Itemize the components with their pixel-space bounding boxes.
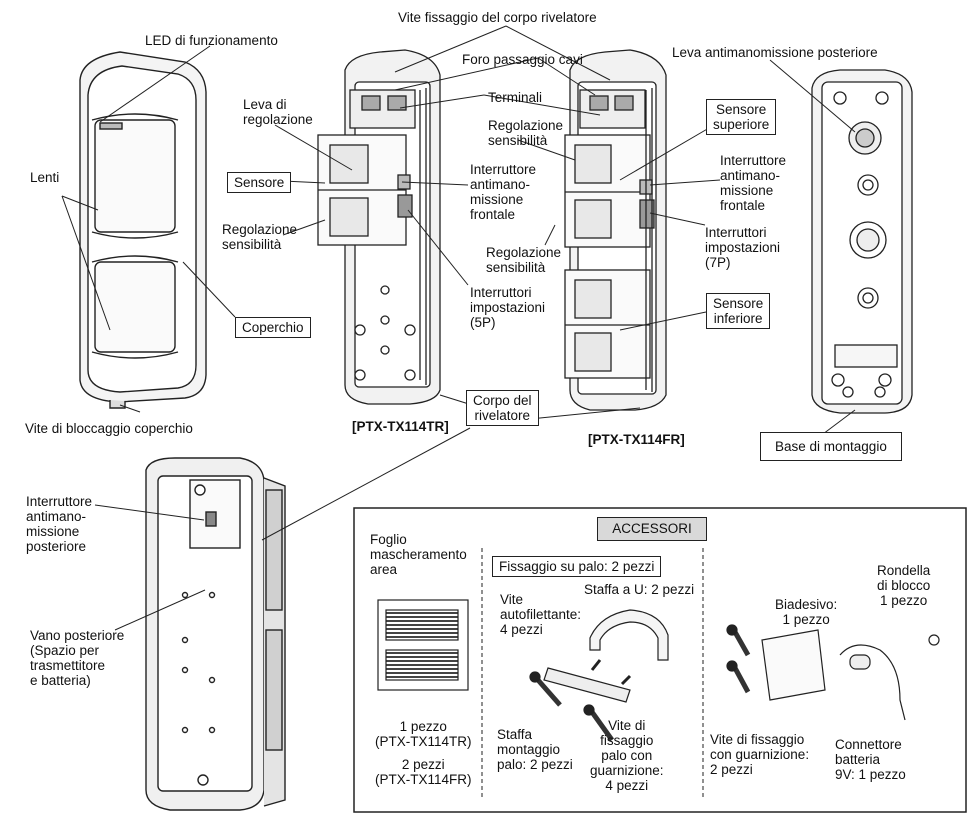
- label-base-montaggio: Base di montaggio: [760, 432, 902, 461]
- label-model-fr: [PTX-TX114FR]: [588, 432, 685, 447]
- accessories-frame: [353, 507, 967, 813]
- label-interruttore-frontale-mid: Interruttore antimano- missione frontale: [470, 162, 537, 222]
- label-foglio-qty-fr: 2 pezzi (PTX-TX114FR): [375, 757, 472, 787]
- label-interruttore-frontale-right: Interruttore antimano- missione frontale: [720, 153, 787, 213]
- cover-device: [79, 51, 207, 409]
- label-sensore-superiore: Sensore superiore: [706, 99, 777, 135]
- label-coperchio: Coperchio: [235, 317, 311, 338]
- label-foglio: Foglio mascheramento area: [370, 532, 467, 577]
- label-vite-autofilettante: Vite autofilettante: 4 pezzi: [500, 592, 582, 637]
- label-led: LED di funzionamento: [145, 33, 278, 48]
- label-leva-regolazione: Leva di regolazione: [243, 97, 313, 127]
- label-regolazione-mid: Regolazione sensibilità: [486, 245, 562, 275]
- accessory-drawings: [377, 599, 940, 742]
- label-regolazione-left: Regolazione sensibilità: [222, 222, 298, 252]
- label-regolazione-top: Regolazione sensibilità: [488, 118, 564, 148]
- label-connettore: Connettore batteria 9V: 1 pezzo: [835, 737, 906, 782]
- label-lenti: Lenti: [30, 170, 60, 185]
- accessories-title: ACCESSORI: [597, 517, 707, 541]
- label-staffa-u: Staffa a U: 2 pezzi: [584, 582, 695, 597]
- body-fr: [564, 49, 667, 411]
- label-biadesivo: Biadesivo: 1 pezzo: [775, 597, 838, 627]
- label-sensore: Sensore: [227, 172, 292, 193]
- mounting-base: [811, 69, 913, 414]
- label-staffa-montaggio: Staffa montaggio palo: 2 pezzi: [497, 727, 573, 772]
- label-foro-cavi: Foro passaggio cavi: [462, 52, 583, 67]
- label-leva-posteriore: Leva antimanomissione posteriore: [672, 45, 878, 60]
- label-vite-guarnizione: Vite di fissaggio con guarnizione: 2 pez…: [710, 732, 810, 777]
- label-corpo-rivelatore: Corpo del rivelatore: [466, 390, 539, 426]
- back-housing: [145, 457, 286, 811]
- label-foglio-qty-tr: 1 pezzo (PTX-TX114TR): [375, 719, 472, 749]
- label-interruttori-7p: Interruttori impostazioni (7P): [705, 225, 781, 270]
- label-rondella: Rondella di blocco 1 pezzo: [877, 563, 931, 608]
- label-terminali: Terminali: [488, 90, 543, 105]
- label-vano-posteriore: Vano posteriore (Spazio per trasmettitor…: [30, 628, 125, 688]
- label-interruttore-posteriore: Interruttore antimano- missione posterio…: [26, 494, 93, 554]
- label-vite-bloccaggio: Vite di bloccaggio coperchio: [25, 421, 193, 436]
- label-sensore-inferiore: Sensore inferiore: [706, 293, 771, 329]
- label-vite-fissaggio-corpo: Vite fissaggio del corpo rivelatore: [398, 10, 597, 25]
- label-interruttori-5p: Interruttori impostazioni (5P): [470, 285, 546, 330]
- label-vite-fissaggio-palo: Vite di fissaggio palo con guarnizione: …: [590, 718, 664, 793]
- body-tr: [317, 49, 441, 405]
- label-model-tr: [PTX-TX114TR]: [352, 419, 449, 434]
- label-fissaggio-palo: Fissaggio su palo: 2 pezzi: [492, 556, 662, 577]
